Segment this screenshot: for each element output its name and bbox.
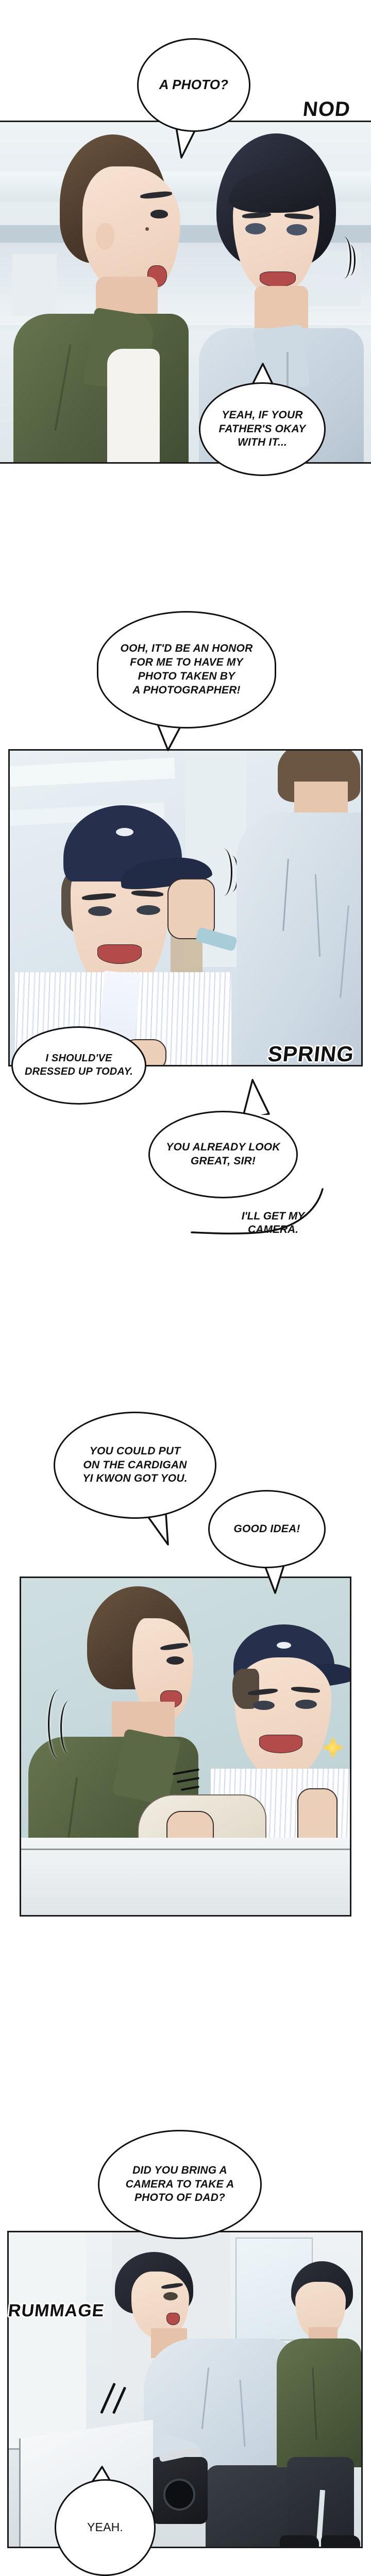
- sfx-nod: NOD: [301, 98, 352, 121]
- sfx-rummage: RUMMAGE: [7, 2301, 106, 2320]
- speech-bubble-yeah[interactable]: YEAH.: [55, 2479, 156, 2576]
- white-tshirt: [107, 349, 160, 462]
- bubble-text: YOU COULD PUT ON THE CARDIGAN YI KWON GO…: [82, 1445, 188, 1485]
- bubble-text: YEAH.: [87, 2520, 124, 2534]
- motion-arc-2: [344, 245, 356, 276]
- comic-panel-4: [7, 2231, 363, 2548]
- bubble-text: OOH, IT'D BE AN HONOR FOR ME TO HAVE MY …: [120, 642, 253, 696]
- speech-bubble-look-great[interactable]: YOU ALREADY LOOK GREAT, SIR!: [148, 1111, 298, 1198]
- eye-right: [286, 224, 307, 235]
- shoe-left: [280, 2535, 319, 2547]
- bubble-tail-get-my-camera: [191, 1188, 324, 1235]
- bubble-text: YOU ALREADY LOOK GREAT, SIR!: [166, 1141, 280, 1167]
- green-jacket: [277, 2338, 361, 2467]
- eye: [150, 210, 168, 218]
- comic-panel-1: [0, 121, 371, 464]
- bubble-text: GOOD IDEA!: [233, 1522, 300, 1535]
- eye-left: [253, 1701, 275, 1710]
- dialogue-get-my-camera: I'LL GET MY CAMERA.: [241, 1210, 305, 1236]
- hallway-wall-left: [9, 2232, 86, 2454]
- comic-panel-2: [8, 749, 363, 1066]
- mouth-open-smile: [97, 944, 142, 964]
- mouth-open: [166, 2313, 180, 2325]
- comic-panel-3: [20, 1577, 351, 1917]
- eye: [166, 1656, 184, 1665]
- bubble-text: YEAH, IF YOUR FATHER'S OKAY WITH IT...: [218, 409, 306, 449]
- bubble-text: I SHOULD'VE DRESSED UP TODAY.: [24, 1053, 133, 1077]
- motion-arc-left-2: [60, 1701, 78, 1754]
- camera-lens: [163, 2479, 195, 2511]
- eye-right: [137, 905, 160, 915]
- bubble-text: A PHOTO?: [159, 77, 229, 93]
- bed-sheet-edge: [21, 1849, 350, 1850]
- sfx-spring: SPRING: [266, 1042, 356, 1066]
- speech-bubble-cardigan[interactable]: YOU COULD PUT ON THE CARDIGAN YI KWON GO…: [54, 1412, 216, 1519]
- speech-bubble-a-photo[interactable]: A PHOTO?: [137, 38, 250, 132]
- cap-highlight: [277, 1642, 291, 1649]
- cap-highlight: [116, 828, 133, 836]
- speech-bubble-good-idea[interactable]: GOOD IDEA!: [208, 1490, 326, 1568]
- eye-left: [245, 223, 266, 234]
- bubble-text: DID YOU BRING A CAMERA TO TAKE A PHOTO O…: [125, 2164, 234, 2204]
- mouth-open-smile: [259, 1735, 302, 1753]
- speech-bubble-bring-a-camera[interactable]: DID YOU BRING A CAMERA TO TAKE A PHOTO O…: [98, 2130, 262, 2239]
- eye-left: [88, 906, 112, 916]
- bed-sheet: [21, 1838, 350, 1915]
- eye-right: [295, 1700, 317, 1709]
- panel1-building-block: [12, 254, 57, 316]
- speech-bubble-an-honor[interactable]: OOH, IT'D BE AN HONOR FOR ME TO HAVE MY …: [97, 611, 276, 728]
- eye: [163, 2292, 178, 2300]
- mouth-smiling: [260, 272, 296, 287]
- motion-arc-left-1: [48, 1689, 71, 1759]
- shoe-right: [321, 2535, 360, 2547]
- speech-bubble-fathers-okay[interactable]: YEAH, IF YOUR FATHER'S OKAY WITH IT...: [199, 382, 326, 476]
- light-shirt-back: [237, 812, 361, 1065]
- speech-bubble-dressed-up[interactable]: I SHOULD'VE DRESSED UP TODAY.: [11, 1026, 146, 1105]
- ear: [96, 223, 114, 250]
- mole: [145, 227, 149, 231]
